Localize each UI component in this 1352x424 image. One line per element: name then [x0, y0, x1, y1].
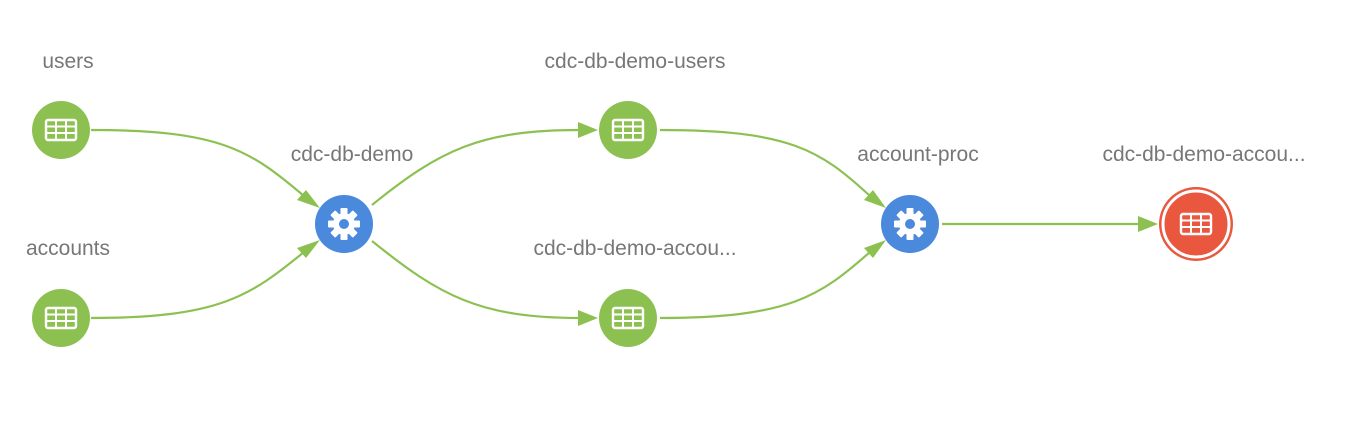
edge-users-topic-to-account-proc — [659, 128, 871, 197]
arrow-head — [864, 190, 886, 208]
arrow-head — [297, 240, 320, 258]
node-label: cdc-db-demo-accou... — [1102, 143, 1305, 166]
node-accounts[interactable]: accounts — [26, 237, 110, 347]
arrow-head — [578, 122, 598, 138]
node-label: account-proc — [857, 143, 978, 166]
edge-cdc-db-demo-to-users-topic — [371, 128, 581, 206]
node-cdc-db-demo-accounts-output[interactable]: cdc-db-demo-accou... — [1102, 143, 1306, 261]
arrow-head — [578, 310, 598, 326]
edges — [90, 122, 1158, 326]
edge-accounts-to-cdc-db-demo — [90, 251, 305, 320]
edge-users-to-cdc-db-demo — [90, 128, 305, 197]
arrow-head — [1138, 216, 1158, 232]
gear-icon — [328, 208, 360, 240]
node-cdc-db-demo-users[interactable]: cdc-db-demo-users — [545, 50, 726, 159]
node-account-proc[interactable]: account-proc — [857, 143, 979, 253]
node-label: accounts — [26, 237, 110, 260]
node-label: cdc-db-demo — [291, 143, 414, 166]
edge-cdc-db-demo-to-accounts-topic — [371, 240, 581, 320]
node-label: cdc-db-demo-accou... — [533, 237, 736, 260]
arrow-head — [297, 190, 320, 208]
node-label: cdc-db-demo-users — [545, 50, 726, 73]
gear-icon — [894, 208, 926, 240]
node-label: users — [42, 50, 93, 73]
edge-accounts-topic-to-account-proc — [659, 251, 871, 320]
node-users[interactable]: users — [32, 50, 94, 159]
arrow-head — [864, 240, 886, 258]
node-cdc-db-demo-accounts[interactable]: cdc-db-demo-accou... — [533, 237, 737, 347]
node-cdc-db-demo[interactable]: cdc-db-demo — [291, 143, 414, 253]
